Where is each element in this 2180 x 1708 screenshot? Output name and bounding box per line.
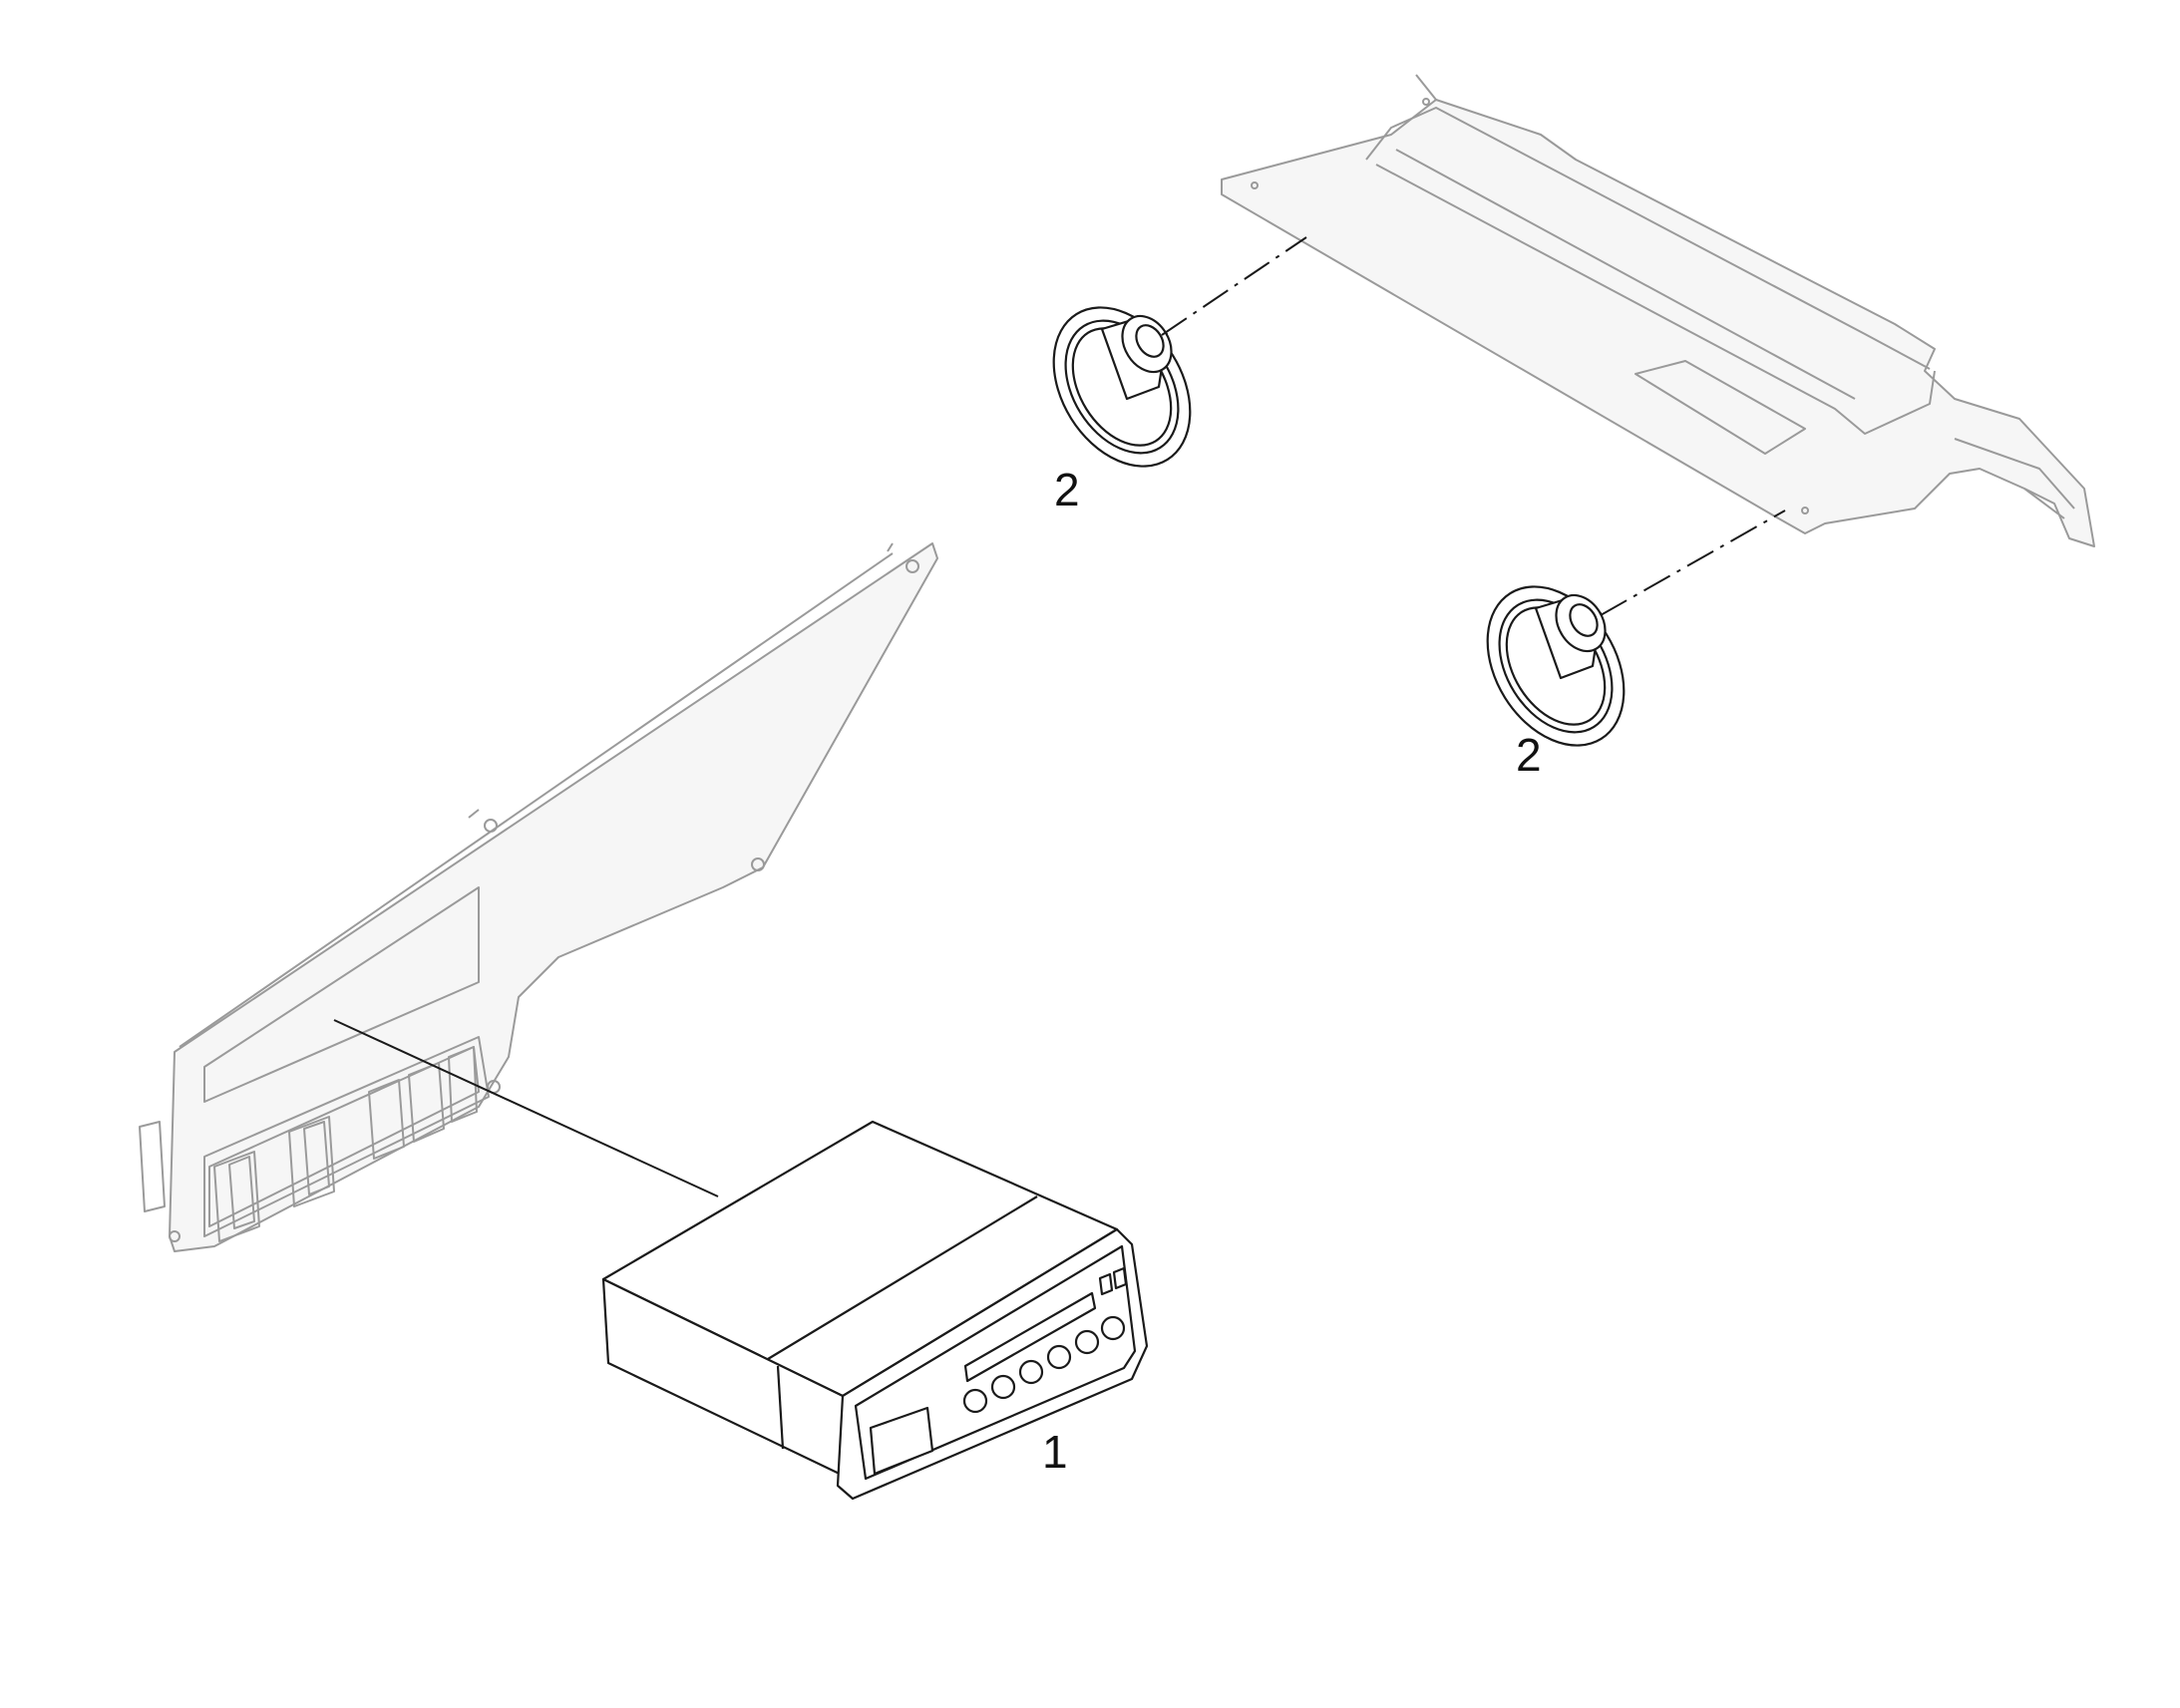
overhead-console-panel bbox=[1221, 74, 2095, 547]
callout-speaker-left: 2 bbox=[1054, 464, 1080, 515]
callout-speaker-right: 2 bbox=[1516, 729, 1542, 781]
speaker-left bbox=[1052, 306, 1192, 468]
dash-side-panel bbox=[139, 542, 938, 1252]
rocker-switches bbox=[213, 1046, 478, 1242]
speaker-right-install-line bbox=[1600, 510, 1786, 616]
radio-unit bbox=[601, 1120, 1149, 1501]
speaker-right bbox=[1486, 585, 1626, 747]
radio-install-line bbox=[333, 1019, 719, 1197]
callout-radio: 1 bbox=[1042, 1426, 1068, 1478]
speaker-left-install-line bbox=[1161, 236, 1307, 336]
